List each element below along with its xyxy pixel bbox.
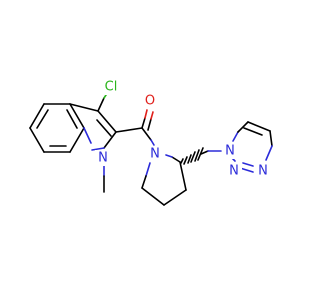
atom-n-triazole-2: N — [226, 163, 242, 179]
indole-pyrrole-ring — [69, 103, 117, 151]
triazole-ring — [231, 121, 273, 173]
carbonyl-group — [115, 109, 155, 146]
stereo-hashed-bond — [180, 147, 204, 165]
svg-text:N: N — [229, 164, 239, 179]
indole-benzene-ring — [29, 103, 85, 153]
svg-text:N: N — [98, 151, 108, 166]
svg-text:Cl: Cl — [105, 80, 118, 95]
c3-cl-bond — [97, 97, 105, 112]
atom-n-triazole-1: N — [222, 143, 238, 159]
atom-o: O — [142, 93, 158, 109]
structure-canvas: Cl O N N N N N — [29, 79, 273, 206]
ch2-bond — [200, 150, 209, 155]
svg-text:N: N — [225, 144, 235, 159]
pyrrolidine-ring — [141, 154, 187, 206]
atom-n-triazole-3: N — [255, 163, 271, 179]
atom-cl: Cl — [100, 79, 122, 95]
svg-text:O: O — [145, 94, 155, 109]
atom-n-pyrrolidine: N — [147, 146, 163, 162]
atom-n-indole: N — [95, 150, 111, 166]
svg-text:N: N — [258, 164, 268, 179]
svg-text:N: N — [150, 147, 160, 162]
